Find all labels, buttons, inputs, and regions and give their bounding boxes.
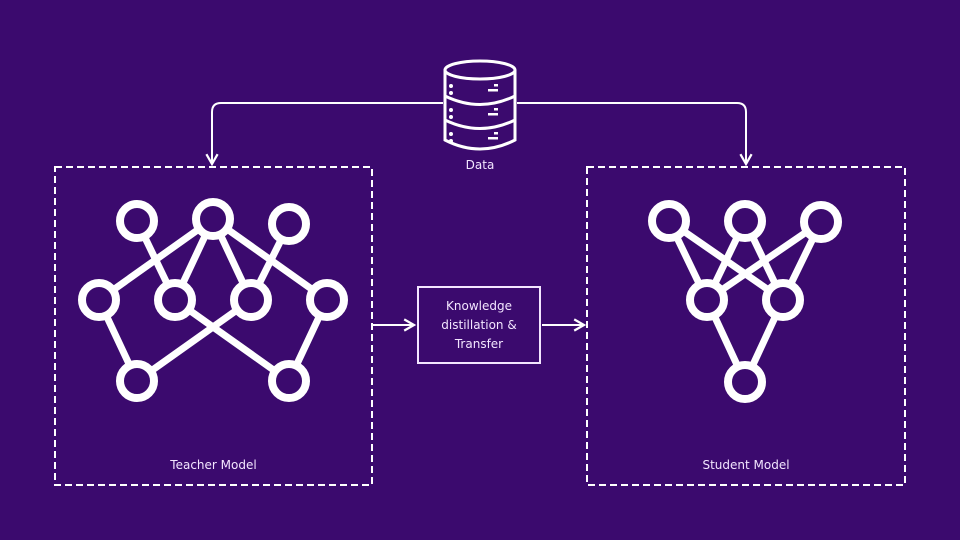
teacher-node	[78, 279, 120, 321]
student-node	[648, 200, 690, 242]
teacher-connection	[171, 296, 293, 385]
teacher-model-label: Teacher Model	[170, 458, 257, 472]
teacher-node	[192, 198, 234, 240]
transfer-line-1: Knowledge	[446, 298, 512, 313]
student-node	[724, 361, 766, 403]
database-icon	[443, 59, 517, 151]
teacher-model-frame	[54, 166, 373, 486]
knowledge-distillation-box: Knowledge distillation & Transfer	[417, 286, 541, 364]
teacher-connection	[95, 215, 217, 304]
teacher-node	[268, 360, 310, 402]
student-node	[800, 201, 842, 243]
student-node	[686, 279, 728, 321]
student-node	[724, 200, 766, 242]
database-icon-details	[449, 84, 498, 143]
teacher-node	[116, 200, 158, 242]
student-network	[648, 200, 842, 403]
student-model-label: Student Model	[702, 458, 790, 472]
teacher-network	[78, 198, 348, 402]
student-node	[762, 279, 804, 321]
transfer-line-3: Transfer	[454, 336, 504, 351]
teacher-node	[268, 203, 310, 245]
teacher-node	[116, 360, 158, 402]
data-to-teacher-connector	[205, 102, 443, 167]
data-to-student-connector	[517, 102, 753, 167]
teacher-node	[306, 279, 348, 321]
student-connection	[703, 218, 825, 304]
teacher-node	[154, 279, 196, 321]
teacher-node	[230, 279, 272, 321]
teacher-connection	[133, 296, 255, 385]
student-model-frame	[586, 166, 906, 486]
transfer-line-2: distillation &	[441, 317, 517, 332]
data-label: Data	[465, 158, 495, 172]
